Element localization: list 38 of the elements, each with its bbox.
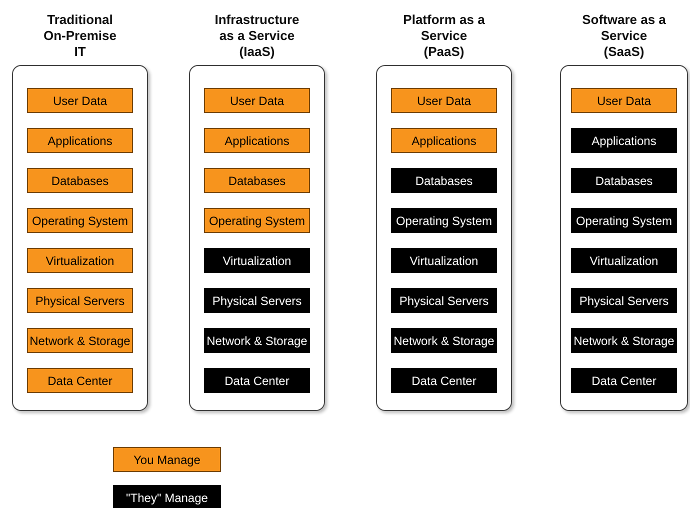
layer-box: User Data (571, 88, 677, 113)
layer-box: Virtualization (27, 248, 133, 273)
layer-box: Data Center (27, 368, 133, 393)
layer-box: Operating System (27, 208, 133, 233)
layer-box: Virtualization (391, 248, 497, 273)
layer-box: Databases (571, 168, 677, 193)
layer-box: Applications (571, 128, 677, 153)
layer-box: Databases (27, 168, 133, 193)
column-title: Infrastructure as a Service (IaaS) (214, 12, 300, 60)
layer-box: Physical Servers (391, 288, 497, 313)
layer-box: Data Center (571, 368, 677, 393)
layer-box: Applications (27, 128, 133, 153)
layer-box: User Data (204, 88, 310, 113)
column-title: Platform as a Service (PaaS) (402, 12, 486, 60)
layer-box: Databases (204, 168, 310, 193)
legend-swatch: You Manage (113, 447, 221, 472)
layer-box: Databases (391, 168, 497, 193)
legend-swatch: "They" Manage (113, 485, 221, 508)
layer-box: Network & Storage (27, 328, 133, 353)
layer-box: Physical Servers (27, 288, 133, 313)
layer-box: Virtualization (571, 248, 677, 273)
layer-box: Data Center (204, 368, 310, 393)
column-title: Traditional On-Premise IT (42, 12, 118, 60)
layer-box: Network & Storage (391, 328, 497, 353)
layer-box: Operating System (204, 208, 310, 233)
layer-box: Operating System (391, 208, 497, 233)
layer-box: Virtualization (204, 248, 310, 273)
layer-box: Physical Servers (204, 288, 310, 313)
layer-box: Network & Storage (204, 328, 310, 353)
layer-box: User Data (391, 88, 497, 113)
layer-box: Applications (204, 128, 310, 153)
layer-box: Operating System (571, 208, 677, 233)
layer-box: Network & Storage (571, 328, 677, 353)
layer-box: Applications (391, 128, 497, 153)
layer-box: Data Center (391, 368, 497, 393)
layer-box: User Data (27, 88, 133, 113)
column-title: Software as a Service (SaaS) (581, 12, 667, 60)
layer-box: Physical Servers (571, 288, 677, 313)
